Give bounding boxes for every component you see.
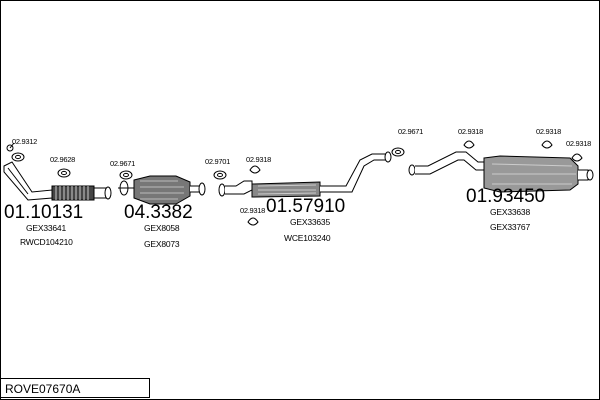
clamp-gasket-2 [57,168,71,178]
rubber-hanger-2 [247,217,259,226]
part-ref: GEX33641 [26,223,66,233]
clamp-bolt-1 [6,142,15,152]
rubber-hanger-5 [571,153,583,162]
part-ref: WCE103240 [284,233,331,243]
part-ref: GEX33767 [490,222,530,232]
part-number: 01.93450 [466,186,546,207]
center-silencer-drawing [218,151,392,198]
clamp-gasket-3 [119,170,133,180]
part-number: 04.3382 [124,202,193,223]
rubber-hanger-3 [463,140,475,149]
part-number: 01.10131 [4,202,84,223]
clamp-label: 02.9318 [536,127,562,136]
diagram-code: ROVE07670A [5,382,81,396]
part-ref: GEX33635 [290,217,330,227]
diagram-code-box: ROVE07670A [0,378,150,398]
clamp-gasket-5 [391,147,405,157]
clamp-label: 02.9312 [12,137,38,146]
catalytic-converter-drawing [118,175,206,205]
clamp-label: 02.9318 [246,155,272,164]
clamp-label: 02.9671 [398,127,424,136]
rear-silencer-drawing [408,151,594,193]
part-ref: RWCD104210 [20,237,73,247]
part-ref: GEX33638 [490,207,530,217]
clamp-label: 02.9318 [458,127,484,136]
clamp-gasket-4 [213,170,227,180]
part-number: 01.57910 [266,196,346,217]
clamp-label: 02.9671 [110,159,136,168]
front-pipe-drawing [3,161,112,201]
clamp-label: 02.9318 [566,139,592,148]
part-ref: GEX8073 [144,239,180,249]
clamp-label: 02.9318 [240,206,266,215]
part-ref: GEX8058 [144,223,180,233]
rubber-hanger-1 [249,165,261,174]
rubber-hanger-4 [541,140,553,149]
clamp-label: 02.9701 [205,157,231,166]
clamp-gasket-1 [11,152,25,162]
clamp-label: 02.9628 [50,155,76,164]
